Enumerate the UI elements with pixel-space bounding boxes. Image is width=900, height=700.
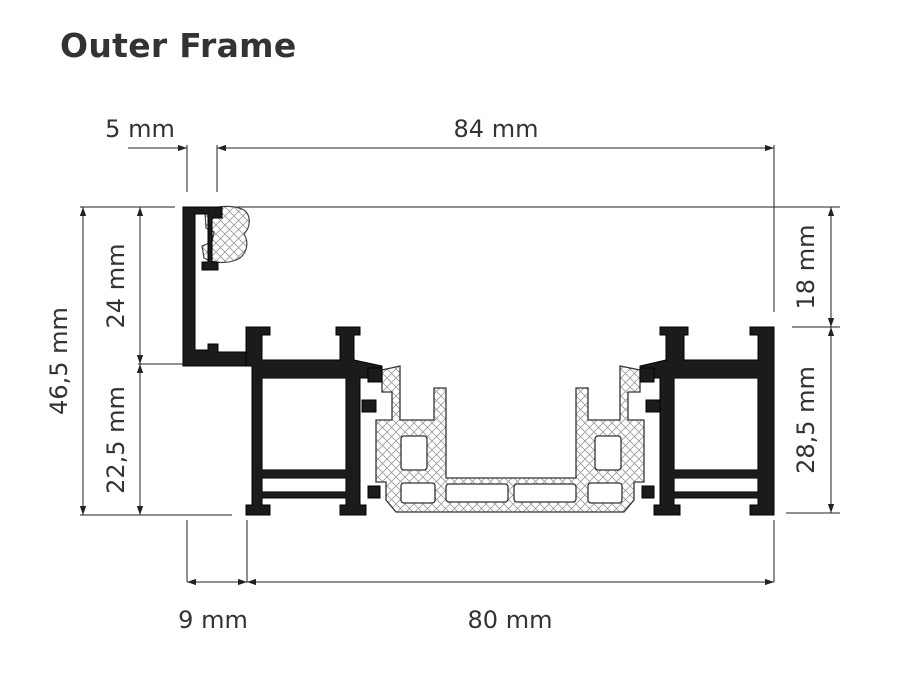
thermal-void-1 (400, 435, 428, 471)
right-box-cavity-lower (673, 477, 759, 493)
clip-right-mid (645, 399, 661, 413)
dim-label-lower-right-height: 28,5 mm (792, 366, 820, 474)
thermal-void-6 (587, 482, 623, 504)
thermal-void-3 (400, 482, 436, 504)
thermal-void-2 (594, 435, 622, 471)
dim-label-upper-left-height: 24 mm (102, 244, 130, 329)
left-box-cavity (261, 377, 347, 471)
clip-left-top (367, 367, 383, 383)
thermal-void-4 (445, 483, 509, 503)
clip-left-mid (361, 399, 377, 413)
thermal-break (375, 365, 645, 513)
page-title: Outer Frame (60, 26, 297, 65)
dim-label-top-span: 84 mm (454, 115, 539, 143)
clip-right-top (639, 367, 655, 383)
left-box-cavity-lower (261, 477, 347, 493)
dimension-lines (79, 144, 840, 586)
dim-label-upper-right-height: 18 mm (792, 225, 820, 310)
frame-left-leg (182, 206, 253, 367)
thermal-void-5 (513, 483, 577, 503)
dim-label-bottom-span: 80 mm (468, 606, 553, 634)
clip-right-bottom (641, 485, 655, 499)
outer-frame-profile (182, 205, 775, 516)
dim-label-lower-left-height: 22,5 mm (102, 386, 130, 494)
dim-label-bottom-left: 9 mm (178, 606, 248, 634)
dim-label-overall-height: 46,5 mm (45, 307, 73, 415)
dim-label-top-left: 5 mm (105, 115, 175, 143)
clip-left-bottom (367, 485, 381, 499)
right-box-cavity (673, 377, 759, 471)
